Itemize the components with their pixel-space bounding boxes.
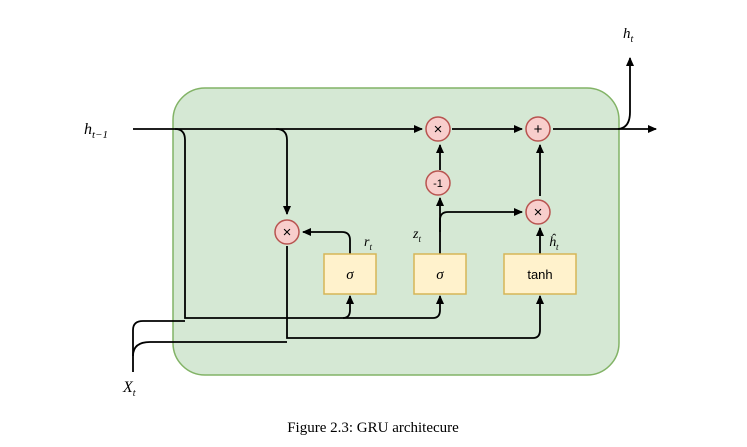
h-hat-label: ĥt [549,233,559,252]
xt-to-gates-line [132,320,185,372]
figure-caption: Figure 2.3: GRU architecure [287,420,459,436]
h-t-output-label: ht [623,26,634,45]
h-prev-to-update-gate-line [343,295,444,319]
z-t-label: zt [412,227,421,244]
operator-multiply-right: × [525,199,551,225]
svg-text:×: × [283,224,292,241]
r-t-label: rt [364,235,372,252]
update-gate-to-mult2-line [439,208,523,232]
reset-mult-to-tanh-line [286,246,544,339]
update-gate-box: σ [413,253,467,295]
operator-multiply-top: × [425,116,451,142]
h-prev-label: ht−1 [84,121,108,141]
xt-to-tanh-line [132,341,287,357]
operator-multiply-reset: × [274,219,300,245]
candidate-gate-box: tanh [503,253,577,295]
connection-lines [132,57,657,372]
svg-text:-1: -1 [433,178,443,190]
h-prev-down-left-line [174,128,354,319]
reset-gate-to-mult-line [302,228,351,254]
reset-gate-box: σ [323,253,377,295]
svg-text:×: × [434,121,443,138]
output-branch-line [617,57,634,130]
h-prev-to-reset-mult-line [275,128,291,215]
operator-neg-one: -1 [425,170,451,196]
operator-add: + [525,116,551,142]
svg-text:×: × [534,204,543,221]
svg-text:tanh: tanh [527,267,552,282]
x-t-label: Xt [122,379,136,399]
svg-text:σ: σ [436,267,444,283]
svg-text:+: + [534,121,543,138]
gru-cell-background [172,87,620,376]
svg-text:σ: σ [346,267,354,283]
